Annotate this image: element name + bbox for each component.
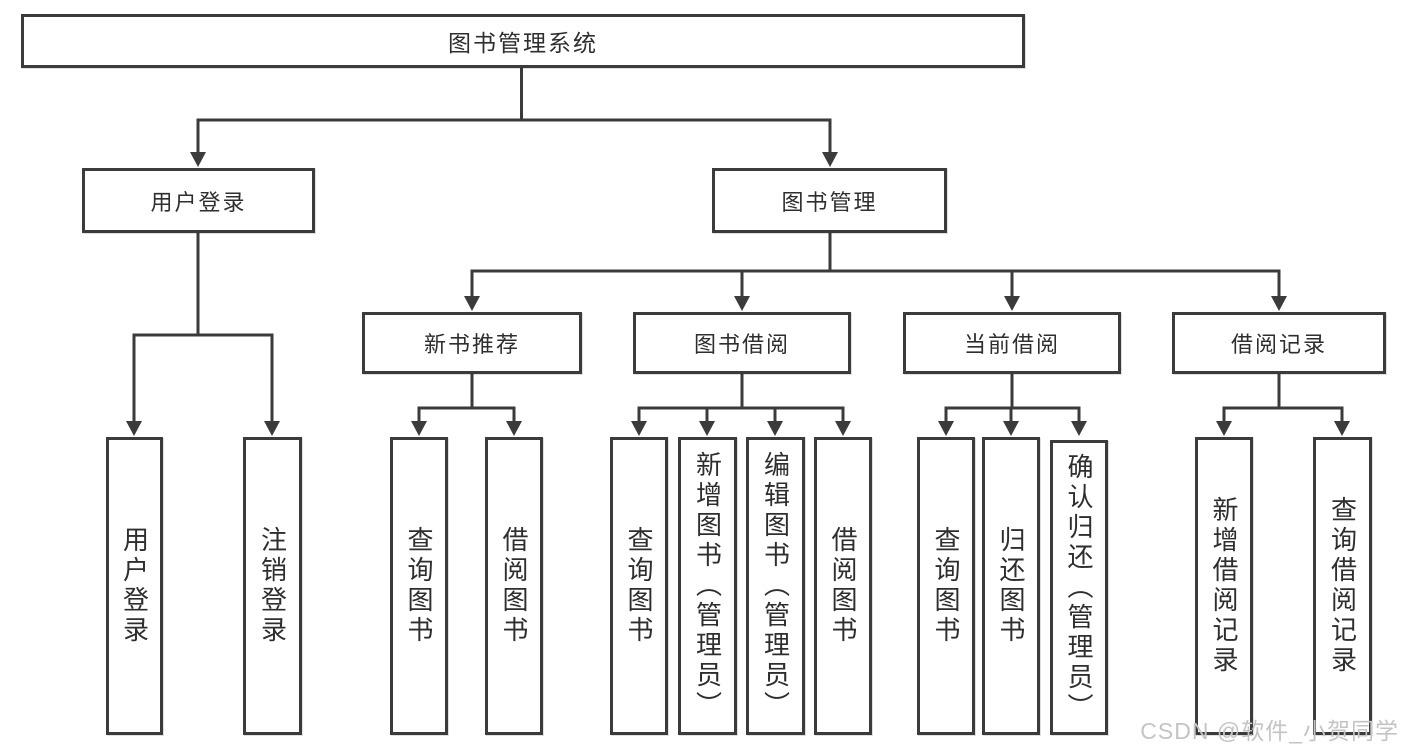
leaf-logout: 注销登录 — [243, 437, 302, 735]
leaf-borrowing-query-books: 查询图书 — [610, 437, 668, 735]
leaf-current-confirm-return-admin: 确认归还（管理员） — [1050, 440, 1108, 735]
node-book-borrowing: 图书借阅 — [633, 312, 851, 374]
connector-edges — [132, 68, 1344, 424]
leaf-borrowing-add-books-admin: 新增图书（管理员） — [678, 437, 737, 735]
leaf-records-add-record: 新增借阅记录 — [1195, 437, 1253, 735]
leaf-recommend-query-books: 查询图书 — [390, 437, 448, 735]
node-user-login-branch: 用户登录 — [82, 168, 315, 233]
leaf-recommend-borrow-books: 借阅图书 — [485, 437, 543, 735]
leaf-user-login: 用户登录 — [106, 437, 163, 735]
leaf-current-query-books: 查询图书 — [917, 437, 975, 735]
leaf-current-return-books: 归还图书 — [982, 437, 1040, 735]
leaf-borrowing-borrow-books: 借阅图书 — [814, 437, 872, 735]
node-current-borrowing: 当前借阅 — [903, 312, 1121, 374]
watermark: CSDN @软件_小贺同学 — [1140, 718, 1399, 744]
leaf-records-query-record: 查询借阅记录 — [1313, 437, 1372, 735]
node-library-management-system: 图书管理系统 — [21, 14, 1025, 68]
node-new-book-recommend: 新书推荐 — [362, 312, 582, 374]
leaf-borrowing-edit-books-admin: 编辑图书（管理员） — [746, 437, 805, 735]
node-borrowing-records: 借阅记录 — [1172, 312, 1386, 374]
node-book-management-branch: 图书管理 — [712, 168, 947, 233]
